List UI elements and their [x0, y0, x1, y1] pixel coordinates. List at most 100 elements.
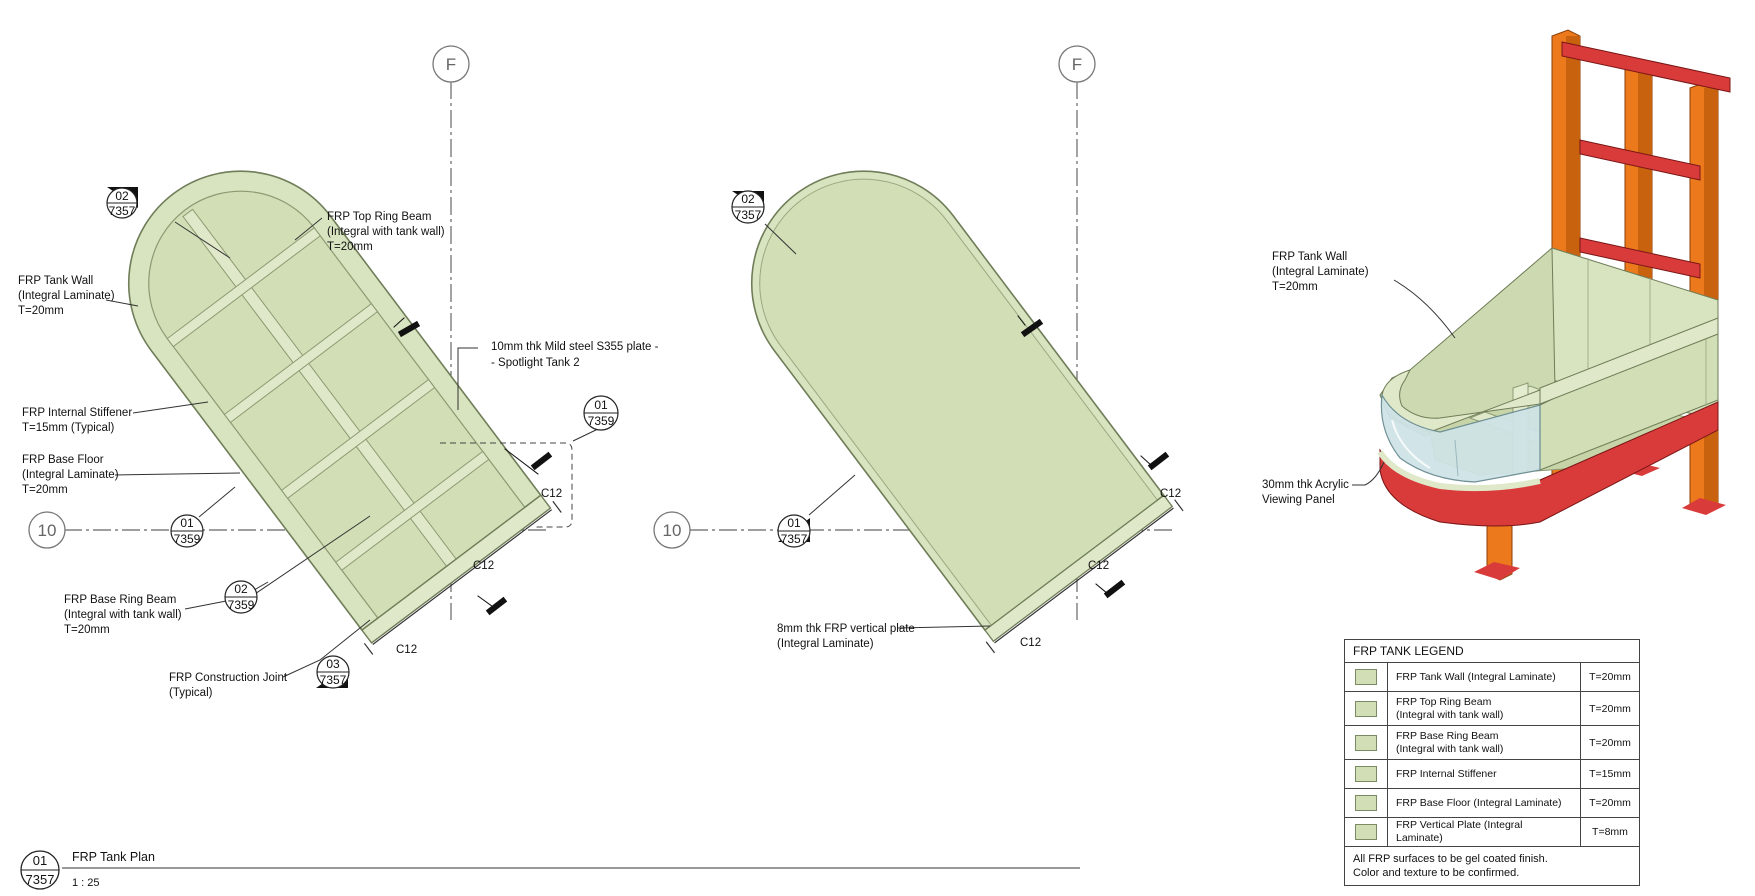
plan-label-tank-wall-1: FRP Tank Wall — [18, 275, 93, 287]
section-vertical-plate — [984, 494, 1174, 643]
legend-desc: FRP Tank Wall (Integral Laminate) — [1396, 670, 1556, 683]
section-label-vertical-plate-1: 8mm thk FRP vertical plate — [777, 623, 915, 635]
iso-label-tank-wall-3: T=20mm — [1272, 281, 1318, 293]
iso-label-tank-wall-1: FRP Tank Wall — [1272, 251, 1347, 263]
plan-label-base-ring-1: FRP Base Ring Beam — [64, 594, 176, 606]
legend-row: FRP Vertical Plate (Integral Laminate) T… — [1345, 818, 1639, 847]
frp-tank-plan: FRP Tank Wall (Integral Laminate) T=20mm… — [18, 170, 659, 699]
legend-note: All FRP surfaces to be gel coated finish… — [1345, 847, 1639, 885]
svg-text:7357: 7357 — [320, 673, 347, 687]
legend-note-line-2: Color and texture to be confirmed. — [1353, 867, 1520, 879]
plan-bubble-01-7359-left: 01 7359 — [170, 514, 204, 548]
iso-acrylic-panel — [1380, 393, 1541, 483]
plan-title: FRP Tank Plan — [72, 850, 155, 864]
svg-text:7357: 7357 — [735, 208, 762, 222]
plan-label-c12-c: C12 — [396, 644, 417, 656]
plan-label-base-ring-3: T=20mm — [64, 624, 110, 636]
legend-desc-sub: (Integral with tank wall) — [1396, 742, 1504, 755]
plan-label-tank-wall-3: T=20mm — [18, 305, 64, 317]
legend-desc-sub: (Integral with tank wall) — [1396, 708, 1504, 721]
svg-text:03: 03 — [326, 657, 340, 671]
iso-label-tank-wall-2: (Integral Laminate) — [1272, 266, 1369, 278]
iso-label-acrylic-1: 30mm thk Acrylic — [1262, 479, 1349, 491]
plan-steel-plate-cut-box — [440, 442, 573, 528]
plan-label-base-floor-1: FRP Base Floor — [22, 454, 104, 466]
legend-row: FRP Base Ring Beam(Integral with tank wa… — [1345, 726, 1639, 760]
plan-bubble-01-7359-right: 01 7359 — [583, 395, 619, 431]
legend-swatch — [1355, 669, 1377, 685]
frp-tank-section: 02 7357 01 7357 8mm thk FRP vertical pla… — [731, 170, 1184, 654]
legend-thickness: T=20mm — [1589, 702, 1631, 715]
grid-label-10-section: 10 — [663, 521, 682, 540]
svg-text:02: 02 — [234, 582, 248, 596]
section-labels: 8mm thk FRP vertical plate (Integral Lam… — [777, 488, 1181, 650]
legend-note-line-1: All FRP surfaces to be gel coated finish… — [1353, 853, 1548, 865]
svg-text:7357: 7357 — [781, 532, 808, 546]
plan-label-stiffener-2: T=15mm (Typical) — [22, 422, 115, 434]
svg-text:01: 01 — [180, 516, 194, 530]
plan-bubble-03-7357: 03 7357 — [316, 655, 350, 689]
plan-label-c12-a: C12 — [541, 488, 562, 500]
plan-bubble-02-7359: 02 7359 — [224, 580, 258, 614]
section-cut-marks — [1017, 315, 1170, 599]
plan-scale: 1 : 25 — [72, 877, 100, 889]
grid-bubble-f-plan — [432, 45, 470, 83]
legend-desc: FRP Vertical Plate (Integral Laminate) — [1396, 819, 1523, 844]
section-label-vertical-plate-2: (Integral Laminate) — [777, 638, 874, 650]
section-tank-floor — [759, 178, 1159, 627]
legend-desc: FRP Base Floor (Integral Laminate) — [1396, 796, 1562, 809]
svg-text:7359: 7359 — [588, 414, 615, 428]
plan-section-marks — [393, 317, 553, 616]
frp-tank-legend: FRP TANK LEGEND FRP Tank Wall (Integral … — [1344, 639, 1640, 886]
plan-label-tank-wall-2: (Integral Laminate) — [18, 290, 115, 302]
svg-text:7357: 7357 — [109, 204, 136, 218]
grid-bubble-10-section — [653, 511, 691, 549]
legend-row: FRP Base Floor (Integral Laminate) T=20m… — [1345, 789, 1639, 818]
title-bubble-sheet: 7357 — [26, 872, 55, 887]
legend-thickness: T=8mm — [1592, 826, 1628, 838]
legend-swatch — [1355, 824, 1377, 840]
legend-thickness: T=15mm — [1589, 768, 1631, 780]
legend-desc: FRP Internal Stiffener — [1396, 767, 1497, 780]
svg-text:7359: 7359 — [174, 532, 201, 546]
grid-lines: F F 10 10 — [28, 45, 1175, 620]
iso-labels: FRP Tank Wall (Integral Laminate) T=20mm… — [1262, 251, 1369, 506]
section-label-c12-b: C12 — [1088, 560, 1109, 572]
legend-swatch — [1355, 734, 1377, 751]
plan-label-c12-b: C12 — [473, 560, 494, 572]
section-label-c12-a: C12 — [1160, 488, 1181, 500]
svg-text:01: 01 — [787, 516, 801, 530]
grid-label-f-section: F — [1072, 55, 1082, 74]
legend-thickness: T=20mm — [1589, 736, 1631, 749]
iso-leaders — [1352, 279, 1456, 486]
plan-label-construction-joint-1: FRP Construction Joint — [169, 672, 288, 684]
plan-label-base-floor-2: (Integral Laminate) — [22, 469, 119, 481]
svg-text:02: 02 — [115, 189, 129, 203]
plan-label-steel-plate-2: - Spotlight Tank 2 — [491, 357, 580, 369]
title-bubble-number: 01 — [33, 853, 47, 868]
grid-bubble-f-section — [1058, 45, 1096, 83]
section-bubble-01-7357: 01 7357 — [777, 514, 811, 548]
plan-title-block: 01 7357 FRP Tank Plan 1 : 25 — [20, 850, 1080, 890]
plan-label-base-floor-3: T=20mm — [22, 484, 68, 496]
grid-label-10-plan: 10 — [38, 521, 57, 540]
plan-label-top-ring-3: T=20mm — [327, 241, 373, 253]
plan-bubble-02-7357: 02 7357 — [106, 187, 138, 219]
legend-desc: FRP Top Ring Beam — [1396, 695, 1492, 708]
legend-thickness: T=20mm — [1589, 671, 1631, 683]
plan-label-base-ring-2: (Integral with tank wall) — [64, 609, 182, 621]
plan-vertical-end-plate — [360, 494, 552, 644]
plan-label-steel-plate-1: 10mm thk Mild steel S355 plate - — [491, 341, 659, 353]
frp-tank-isometric: FRP Tank Wall (Integral Laminate) T=20mm… — [1262, 29, 1731, 581]
plan-label-construction-joint-2: (Typical) — [169, 687, 213, 699]
legend-desc: FRP Base Ring Beam — [1396, 729, 1499, 742]
legend-row: FRP Top Ring Beam(Integral with tank wal… — [1345, 692, 1639, 726]
section-label-c12-c: C12 — [1020, 637, 1041, 649]
grid-bubble-10-plan — [28, 511, 66, 549]
legend-swatch — [1355, 700, 1377, 717]
legend-swatch — [1355, 795, 1377, 811]
grid-label-f-plan: F — [446, 55, 456, 74]
svg-text:7359: 7359 — [228, 598, 255, 612]
legend-row: FRP Tank Wall (Integral Laminate) T=20mm — [1345, 663, 1639, 692]
